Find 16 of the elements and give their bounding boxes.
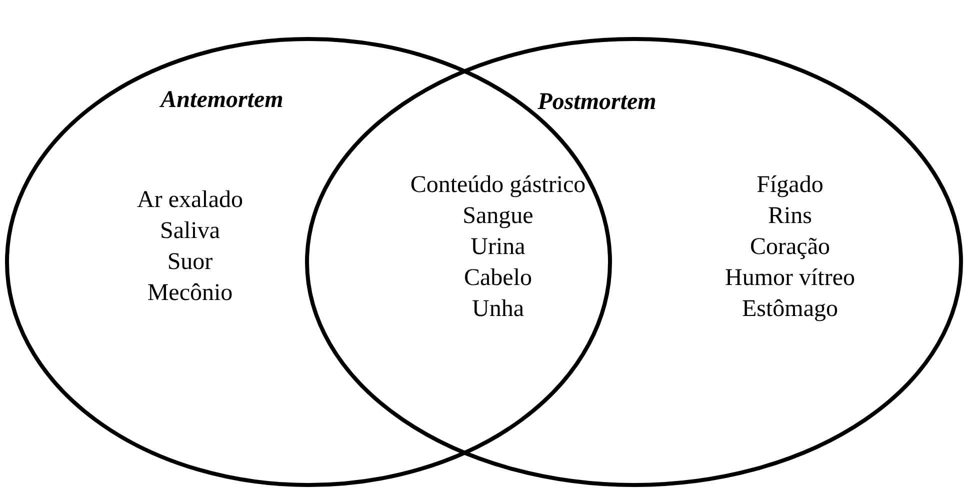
set-item: Rins [768,202,812,231]
set-item: Mecônio [147,279,233,308]
set-item: Saliva [160,217,220,246]
shared-item: Urina [470,233,526,262]
shared-item: Sangue [462,202,534,231]
shared-item: Cabelo [464,264,532,293]
set-item: Estômago [742,295,838,324]
shared-item: Unha [472,295,524,324]
set-item: Suor [167,248,213,277]
set-heading: Antemortem [160,86,284,115]
set-item: Fígado [756,171,824,200]
set-item: Humor vítreo [725,264,855,293]
set-item: Coração [750,233,830,262]
shared-item: Conteúdo gástrico [410,171,586,200]
set-heading: Postmortem [538,88,656,117]
set-item: Ar exalado [137,186,243,215]
